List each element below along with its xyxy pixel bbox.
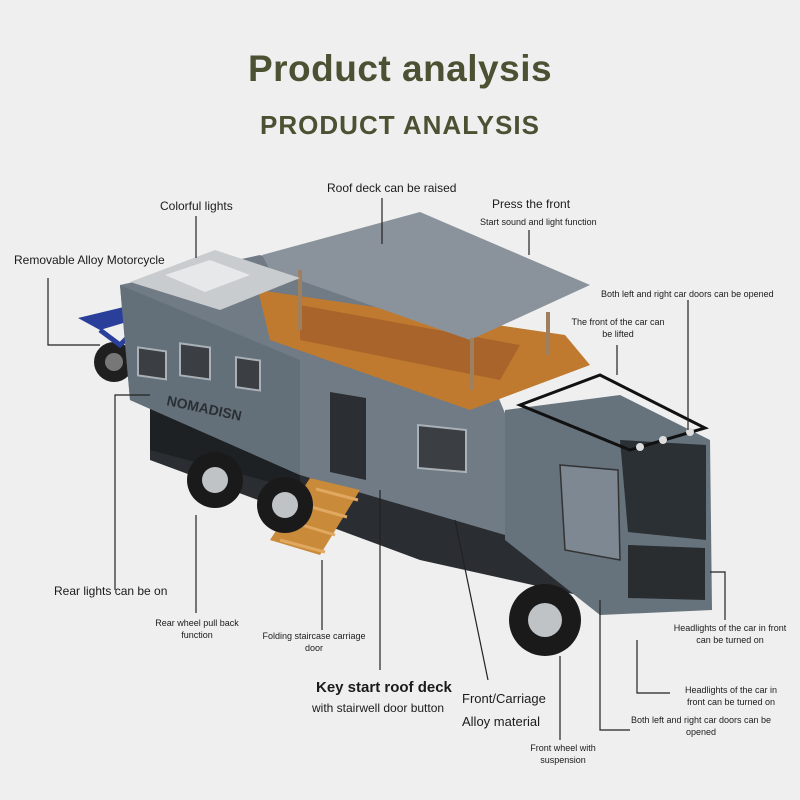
roof-deck — [258, 212, 590, 410]
label-press-front: Press the front — [492, 197, 571, 211]
label-doors-bottom-line1: Both left and right car doors can be — [630, 715, 772, 725]
label-alloy: Alloy material — [462, 714, 541, 729]
label-rear-wheel-line2: function — [181, 630, 213, 640]
label-front-wheel-line2: suspension — [540, 755, 586, 765]
label-colorful-lights: Colorful lights — [160, 199, 233, 213]
label-headlights-a: Headlights of the car in front can be tu… — [668, 622, 792, 646]
label-front-carriage: Front/Carriage — [462, 691, 546, 706]
label-roof-deck: Roof deck can be raised — [327, 181, 457, 195]
label-headlights-b-line2: front can be turned on — [686, 697, 776, 707]
page-title: Product analysis — [247, 48, 553, 89]
label-staircase-line2: door — [304, 643, 323, 653]
roof-cargo-lights — [130, 250, 300, 310]
label-front-wheel-line1: Front wheel with — [530, 743, 596, 753]
folding-staircase — [270, 478, 360, 555]
label-headlights-a-line1: Headlights of the car in front — [673, 623, 787, 633]
label-rear-lights: Rear lights can be on — [54, 584, 168, 598]
label-rear-wheel: Rear wheel pull back function — [152, 617, 242, 641]
label-doors-top: Both left and right car doors can be ope… — [601, 289, 774, 299]
label-staircase: Folding staircase carriage door — [255, 630, 373, 654]
label-start-sound: Start sound and light function — [480, 217, 597, 227]
label-front-wheel: Front wheel with suspension — [526, 742, 600, 766]
truck-cab — [505, 373, 712, 615]
label-front-lifted: The front of the car can be lifted — [570, 316, 666, 340]
label-headlights-a-line2: can be turned on — [696, 635, 764, 645]
page-subtitle: PRODUCT ANALYSIS — [260, 110, 540, 140]
label-doors-bottom: Both left and right car doors can be ope… — [628, 714, 774, 738]
label-front-lifted-line2: be lifted — [602, 329, 634, 339]
label-stairwell-button: with stairwell door button — [312, 701, 445, 715]
callout-lines — [47, 198, 726, 740]
label-key-start: Key start roof deck — [316, 679, 452, 696]
label-front-lifted-line1: The front of the car can — [571, 317, 665, 327]
wheels — [187, 452, 581, 656]
label-headlights-b: Headlights of the car in front can be tu… — [676, 684, 786, 708]
label-motorcycle: Removable Alloy Motorcycle — [14, 253, 165, 267]
label-doors-bottom-line2: opened — [685, 727, 717, 737]
label-headlights-b-line1: Headlights of the car in — [684, 685, 778, 695]
label-rear-wheel-line1: Rear wheel pull back — [155, 618, 239, 628]
label-staircase-line1: Folding staircase carriage — [262, 631, 366, 641]
